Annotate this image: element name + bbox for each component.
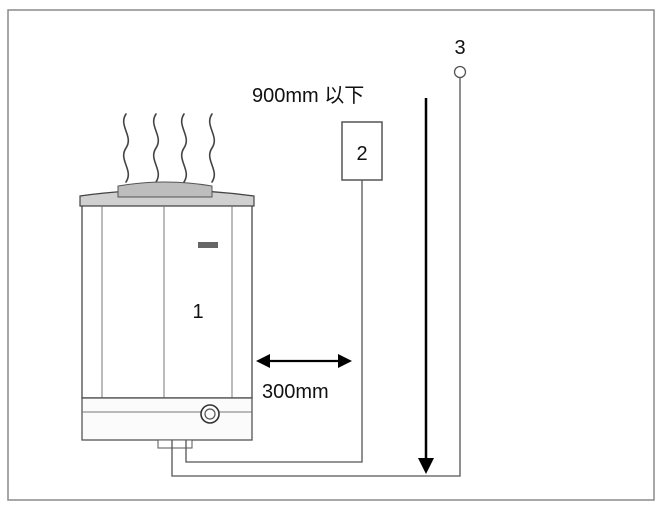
diagram-frame bbox=[7, 9, 655, 501]
max-height-label: 900mm 以下 bbox=[252, 85, 364, 107]
height-arrow bbox=[418, 98, 434, 474]
clearance-label: 300mm bbox=[262, 381, 329, 403]
steam-waves-icon bbox=[122, 113, 216, 183]
heater-label: 1 bbox=[192, 301, 203, 323]
control-unit-label: 2 bbox=[356, 143, 367, 165]
sauna-heater-icon bbox=[79, 181, 255, 449]
clearance-arrow bbox=[256, 354, 352, 368]
wiring-lines bbox=[171, 78, 461, 477]
brand-mark-icon bbox=[198, 242, 218, 248]
sensor-ring-icon bbox=[453, 65, 467, 79]
sensor-label: 3 bbox=[454, 37, 465, 59]
